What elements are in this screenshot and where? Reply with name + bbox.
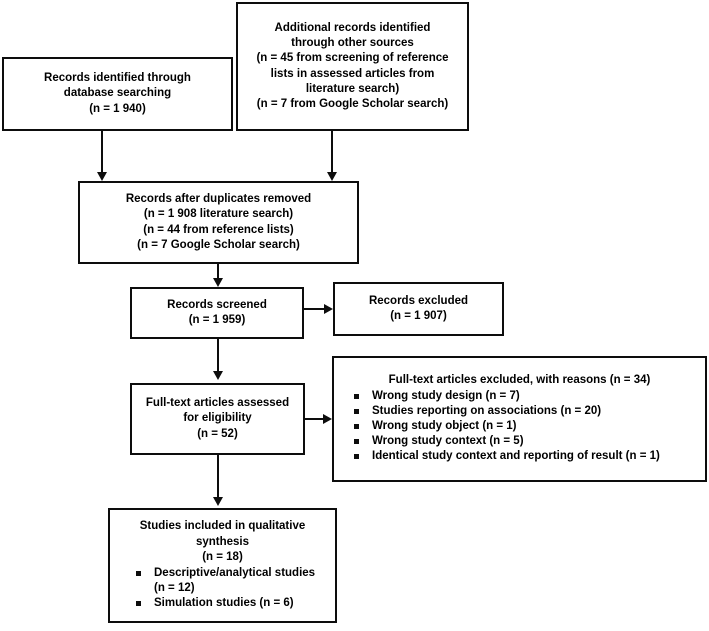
box-records-identified-line-3: (n = 1 940) xyxy=(89,102,146,115)
box-fulltext-excluded-header: Full-text articles excluded, with reason… xyxy=(388,374,651,387)
box-additional-records: Additional records identified through ot… xyxy=(236,2,469,131)
box-additional-records-line-6: (n = 7 from Google Scholar search) xyxy=(256,97,449,110)
bullet-square-icon xyxy=(354,454,359,460)
bullet-square-icon xyxy=(354,424,359,429)
box-additional-records-line-2: through other sources xyxy=(291,37,414,50)
box-records-screened-line-1: Records screened xyxy=(167,298,267,311)
box-duplicates-removed: Records after duplicates removed (n = 1 … xyxy=(78,181,359,264)
list-item: Wrong study context (n = 5) xyxy=(342,434,697,449)
connector-fulltext-to-excluded-reasons xyxy=(305,418,325,420)
box-duplicates-removed-line-3: (n = 44 from reference lists) xyxy=(143,223,294,236)
box-fulltext-assessed: Full-text articles assessed for eligibil… xyxy=(130,383,305,455)
box-fulltext-assessed-line-3: (n = 52) xyxy=(197,427,238,440)
box-records-excluded-line-2: (n = 1 907) xyxy=(390,310,447,322)
connector-screened-to-fulltext xyxy=(217,339,219,373)
box-additional-records-line-1: Additional records identified xyxy=(274,21,431,34)
reason-label: Studies reporting on associations (n = 2… xyxy=(372,404,602,417)
bullet-square-icon xyxy=(136,571,141,576)
arrowhead-additional-records-to-duplicates xyxy=(327,172,337,181)
connector-fulltext-to-included xyxy=(217,455,219,499)
box-records-identified-line-1: Records identified through xyxy=(44,72,191,85)
bullet-square-icon xyxy=(136,601,141,607)
list-item: Identical study context and reporting of… xyxy=(342,449,697,464)
arrowhead-fulltext-to-included xyxy=(213,497,223,506)
box-records-screened-line-2: (n = 1 959) xyxy=(188,314,246,326)
arrowhead-screened-to-fulltext xyxy=(213,371,223,380)
box-studies-included-line-3: (n = 18) xyxy=(202,550,243,563)
box-additional-records-line-3: (n = 45 from screening of reference xyxy=(256,52,449,65)
list-item: Studies reporting on associations (n = 2… xyxy=(342,404,697,419)
box-fulltext-assessed-line-1: Full-text articles assessed xyxy=(145,397,290,410)
box-records-screened: Records screened (n = 1 959) xyxy=(130,287,304,339)
box-records-identified: Records identified through database sear… xyxy=(2,57,233,131)
reason-label: Wrong study context (n = 5) xyxy=(372,435,524,448)
included-item-label: Simulation studies (n = 6) xyxy=(154,597,294,610)
connector-screened-to-excluded xyxy=(304,308,326,310)
arrowhead-screened-to-excluded xyxy=(324,304,333,314)
reason-label: Wrong study design (n = 7) xyxy=(372,389,520,402)
connector-additional-records-to-duplicates xyxy=(331,131,333,175)
box-duplicates-removed-line-4: (n = 7 Google Scholar search) xyxy=(137,238,300,251)
box-duplicates-removed-line-2: (n = 1 908 literature search) xyxy=(143,208,294,221)
bullet-square-icon xyxy=(354,439,359,445)
box-duplicates-removed-line-1: Records after duplicates removed xyxy=(125,193,312,206)
connector-records-identified-to-duplicates xyxy=(101,131,103,175)
list-item: Simulation studies (n = 6) xyxy=(116,596,329,611)
box-records-identified-line-2: database searching xyxy=(63,87,172,100)
reason-label: Identical study context and reporting of… xyxy=(372,450,660,463)
box-studies-included: Studies included in qualitative synthesi… xyxy=(108,508,337,623)
list-item: Wrong study design (n = 7) xyxy=(342,389,697,404)
box-records-excluded-line-1: Records excluded xyxy=(368,294,469,307)
box-additional-records-line-4: lists in assessed articles from xyxy=(270,67,435,80)
connector-duplicates-to-screened xyxy=(217,264,219,280)
box-fulltext-assessed-line-2: for eligibility xyxy=(183,412,252,425)
box-studies-included-line-2: synthesis xyxy=(195,535,250,548)
box-additional-records-line-5: literature search) xyxy=(305,82,400,95)
arrowhead-records-identified-to-duplicates xyxy=(97,172,107,181)
list-item: Descriptive/analytical studies (n = 12) xyxy=(116,566,329,596)
studies-included-item-list: Descriptive/analytical studies (n = 12) … xyxy=(116,566,329,612)
box-fulltext-excluded-reasons: Full-text articles excluded, with reason… xyxy=(332,356,707,482)
arrowhead-duplicates-to-screened xyxy=(213,278,223,287)
included-item-label: Descriptive/analytical studies (n = 12) xyxy=(154,567,316,595)
bullet-square-icon xyxy=(354,393,359,399)
box-studies-included-line-1: Studies included in qualitative xyxy=(139,520,306,533)
box-records-excluded: Records excluded (n = 1 907) xyxy=(333,282,504,336)
fulltext-excluded-reason-list: Wrong study design (n = 7) Studies repor… xyxy=(342,389,697,465)
bullet-square-icon xyxy=(354,408,359,414)
reason-label: Wrong study object (n = 1) xyxy=(372,420,517,432)
list-item: Wrong study object (n = 1) xyxy=(342,419,697,434)
arrowhead-fulltext-to-excluded-reasons xyxy=(323,414,332,424)
